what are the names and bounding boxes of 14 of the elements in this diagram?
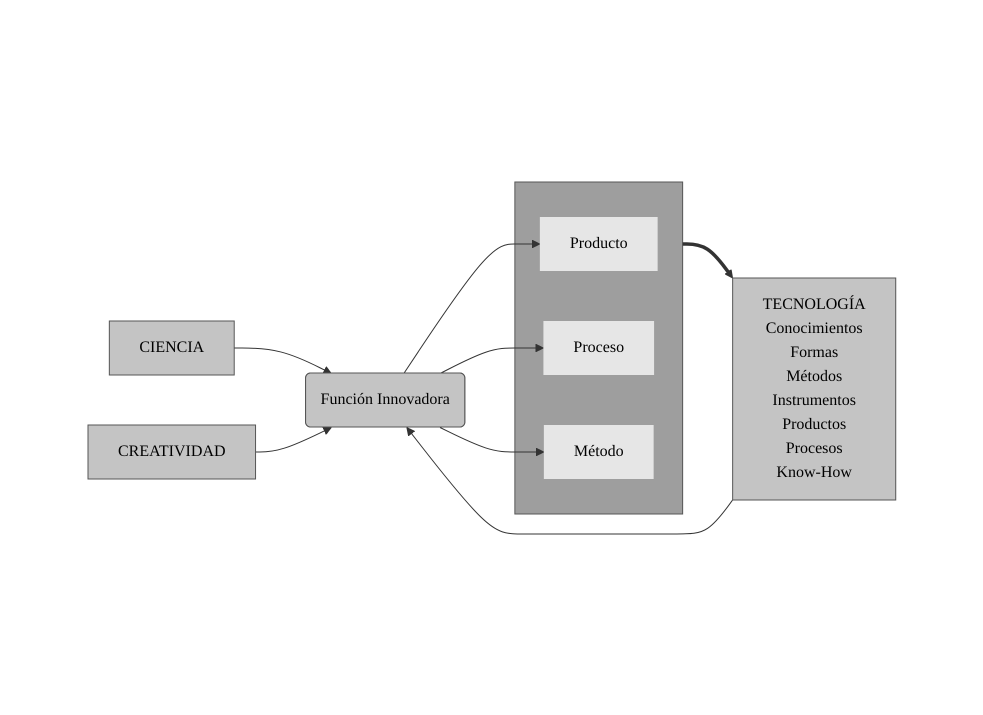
node-box: Producto (539, 216, 658, 270)
arrow (233, 347, 332, 374)
node-box: TECNOLOGÍA Conocimientos Formas Métodos Instrumentos Productos Procesos Know-How (732, 277, 896, 500)
arrow (402, 239, 540, 374)
arrow (439, 343, 544, 374)
cluster (514, 181, 683, 514)
arrow (682, 242, 733, 278)
arrow (406, 426, 733, 534)
arrow (439, 426, 544, 456)
arrow (254, 426, 332, 452)
node-box: Proceso (543, 320, 654, 374)
node-box: CREATIVIDAD (87, 424, 256, 479)
node-box: Método (543, 424, 654, 478)
node-box: CIENCIA (108, 320, 234, 375)
